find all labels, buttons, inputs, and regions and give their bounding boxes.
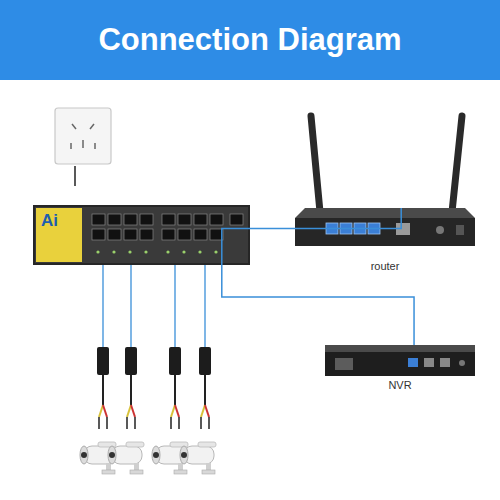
network-cable [222, 265, 414, 345]
poe-switch [33, 205, 250, 265]
bullet-cameras [80, 442, 216, 474]
power-cord [74, 166, 76, 186]
wall-socket [55, 108, 111, 164]
node-label: NVR [388, 379, 411, 391]
switch-node: Ai [33, 205, 250, 265]
title-band: Connection Diagram [0, 0, 500, 80]
diagram-title: Connection Diagram [98, 22, 401, 58]
camera-cables [103, 265, 205, 347]
router-node: router [295, 208, 475, 274]
node-label: router [371, 260, 400, 272]
node-label: Ai [41, 211, 58, 231]
network-cable [222, 208, 401, 265]
poe-splitters [97, 347, 211, 429]
socket-slots [71, 124, 95, 149]
router-device [295, 116, 475, 246]
nvr-node: NVR [322, 345, 478, 393]
nvr-device [325, 345, 475, 376]
